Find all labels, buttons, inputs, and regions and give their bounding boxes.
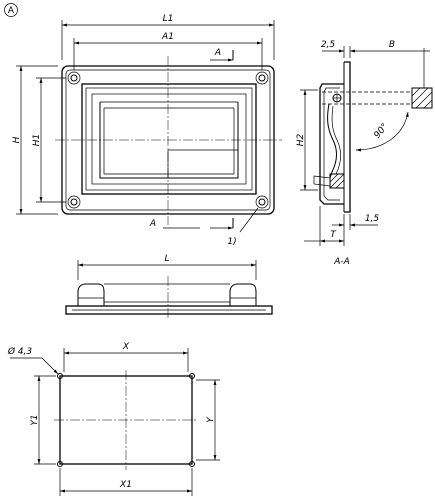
section-view: 2,5 B 90° H2 T 1,5 A-A xyxy=(296,40,433,267)
dim-A1: A1 xyxy=(161,32,174,42)
dim-L1: L1 xyxy=(163,14,174,24)
dim-H1: H1 xyxy=(32,134,42,147)
cutout-hole-tl xyxy=(57,373,63,379)
dim-L: L xyxy=(164,254,169,264)
dim-T: T xyxy=(330,230,337,240)
dim-Y1: Y1 xyxy=(30,414,40,425)
cutout-view: Ø 4,3 X X1 Y1 Y xyxy=(7,342,220,496)
section-flange xyxy=(344,61,351,213)
dim-2-5: 2,5 xyxy=(321,40,336,50)
front-handle-right xyxy=(229,283,257,306)
section-marker-top: A xyxy=(214,48,221,58)
cutout-hole-bl xyxy=(57,461,63,467)
mount-hole-bl xyxy=(67,195,81,209)
dim-X1: X1 xyxy=(119,480,132,490)
dim-B: B xyxy=(389,40,395,50)
front-handle-left xyxy=(77,283,105,306)
top-view: L1 A1 A A H H1 1) xyxy=(12,14,282,247)
section-handle xyxy=(327,103,338,179)
dim-Y: Y xyxy=(206,416,216,423)
view-marker-label: A xyxy=(8,6,15,16)
section-housing xyxy=(319,83,344,205)
view-marker: A xyxy=(4,3,18,17)
dim-H: H xyxy=(12,136,22,143)
mount-hole-tr xyxy=(255,71,269,85)
cutout-hole-br xyxy=(189,461,195,467)
mount-hole-br xyxy=(255,195,269,209)
section-caption: A-A xyxy=(333,257,350,267)
cutout-hole-tr xyxy=(189,373,195,379)
dim-X: X xyxy=(122,342,130,352)
note-ref: 1) xyxy=(227,237,236,247)
mount-hole-tl xyxy=(67,71,81,85)
front-flange xyxy=(65,305,273,315)
section-marker-bottom: A xyxy=(149,219,156,229)
recess-outline xyxy=(81,83,257,195)
front-view: L xyxy=(65,254,273,320)
dim-H2: H2 xyxy=(296,133,306,146)
opened-handle-end xyxy=(411,87,433,109)
dim-angle: 90° xyxy=(373,122,391,141)
dim-1-5: 1,5 xyxy=(365,214,380,224)
dim-hole: Ø 4,3 xyxy=(7,346,33,357)
